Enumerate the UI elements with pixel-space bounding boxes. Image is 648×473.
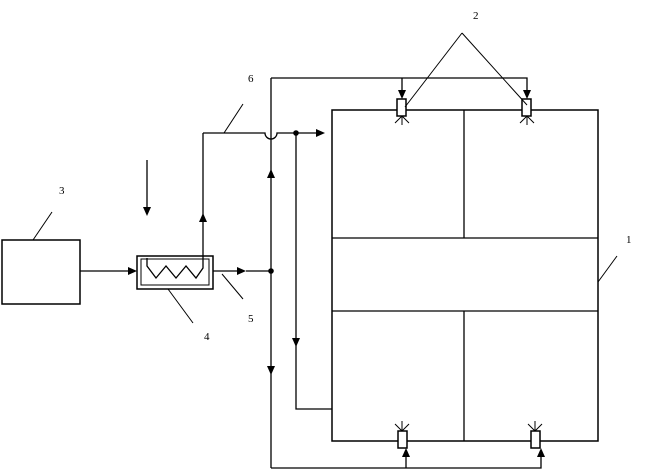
chamber-leader-line — [597, 255, 618, 283]
lower-return-arrow — [292, 338, 300, 347]
bottom-left-nozzle — [394, 421, 410, 449]
unit-outlet-arrow — [128, 267, 137, 275]
pipe-5-leader-line — [221, 273, 244, 300]
top-left-nozzle — [394, 98, 410, 125]
top-feed-line — [271, 77, 528, 90]
pipe-6-arrow — [316, 129, 325, 137]
heat-exchanger — [136, 255, 214, 290]
nozzles-label: 2 — [473, 10, 479, 22]
lower-return-branch — [295, 133, 332, 410]
pipe-6-label: 6 — [248, 73, 254, 85]
unit-label: 3 — [59, 185, 65, 197]
pipe-5-arrow — [237, 267, 246, 275]
bottom-nozzle-right-arrow — [537, 448, 545, 457]
heat-exchanger-inner — [140, 258, 210, 286]
bottom-nozzle-left-arrow — [402, 448, 410, 457]
chamber-label: 1 — [626, 234, 632, 246]
unit-leader-line — [32, 211, 53, 241]
top-nozzle-left-arrow — [398, 90, 406, 99]
pipe-6-leader-line — [223, 103, 244, 134]
top-nozzle-right-arrow — [523, 90, 531, 99]
pipe-6-top — [203, 132, 316, 140]
top-right-nozzle — [519, 98, 535, 125]
riser-up-arrow — [267, 169, 275, 178]
coil-outlet-arrow — [199, 213, 207, 222]
bottom-feed-line — [271, 457, 542, 469]
bottom-right-nozzle — [527, 421, 543, 449]
coil-inlet-arrow — [143, 207, 151, 216]
heat-exchanger-label: 4 — [204, 331, 210, 343]
pipe-5-label: 5 — [248, 313, 254, 325]
nozzles-leader-line-right — [461, 32, 528, 106]
heat-exchanger-coil — [146, 258, 204, 280]
nozzles-leader-line-left — [404, 32, 463, 108]
heat-exchanger-leader-line — [167, 288, 194, 324]
unit-box — [1, 239, 81, 305]
chamber — [331, 109, 599, 442]
riser-down-arrow — [267, 366, 275, 375]
